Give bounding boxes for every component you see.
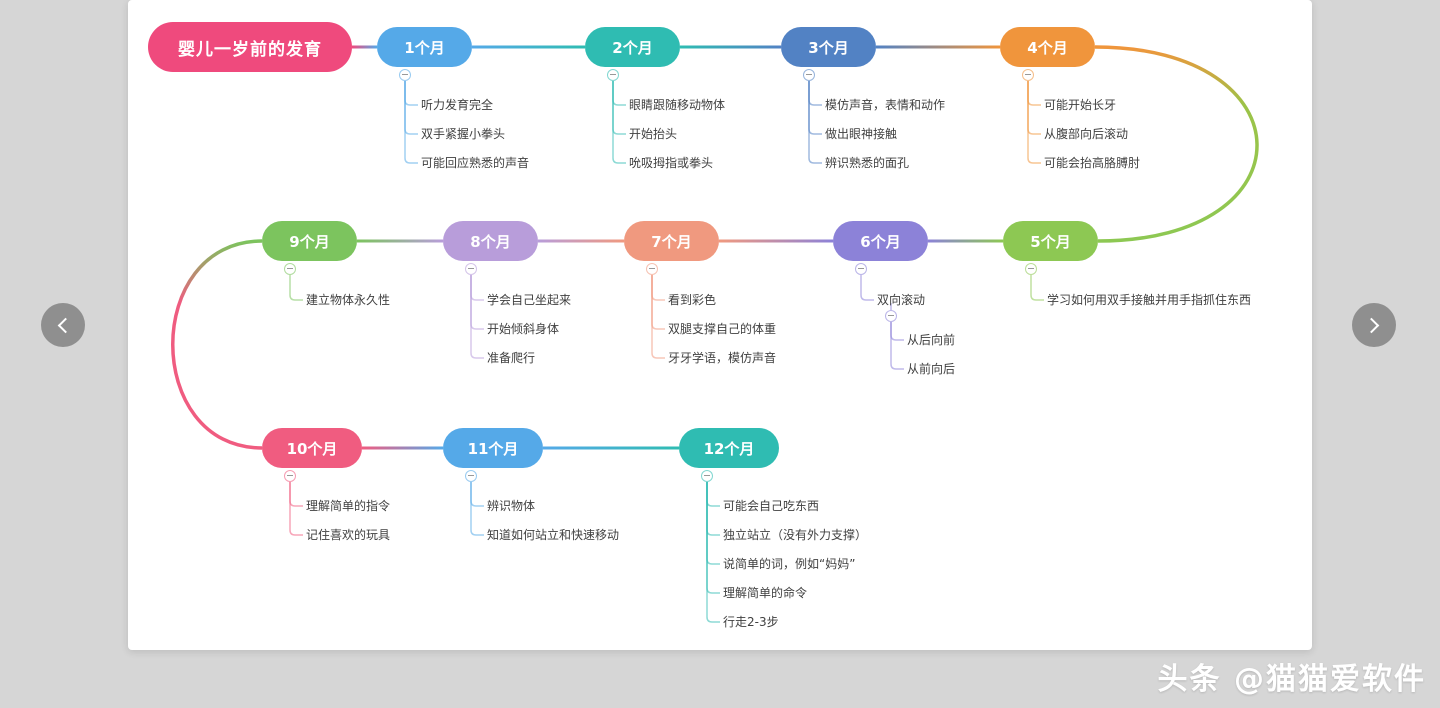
topic-item[interactable]: 学习如何用双手接触并用手指抓住东西: [1047, 293, 1252, 307]
topic-item[interactable]: 双手紧握小拳头: [421, 127, 506, 141]
timeline-links: [171, 45, 1259, 450]
collapse-button[interactable]: [646, 263, 658, 275]
prev-arrow-button[interactable]: [41, 303, 85, 347]
branch-lines-month-10: [289, 482, 303, 536]
connector-lines: [171, 45, 1259, 623]
topic-item[interactable]: 从腹部向后滚动: [1044, 127, 1129, 141]
topic-item[interactable]: 知道如何站立和快速移动: [487, 528, 620, 542]
topic-item[interactable]: 说简单的词，例如“妈妈”: [723, 557, 856, 571]
topic-item[interactable]: 吮吸拇指或拳头: [629, 156, 714, 170]
node-label: 1个月: [404, 38, 445, 57]
topic-item[interactable]: 模仿声音，表情和动作: [825, 98, 946, 112]
collapse-button[interactable]: [803, 69, 815, 81]
topic-item[interactable]: 理解简单的命令: [723, 586, 808, 600]
topic-item[interactable]: 开始抬头: [629, 127, 678, 141]
node-month-5[interactable]: 5个月: [1003, 221, 1098, 261]
topic-item[interactable]: 建立物体永久性: [306, 293, 391, 307]
collapse-button[interactable]: [855, 263, 867, 275]
branch-lines-month-3: [808, 81, 822, 164]
collapse-button[interactable]: [607, 69, 619, 81]
topic-item[interactable]: 理解简单的指令: [306, 499, 391, 513]
topic-item[interactable]: 辨识物体: [487, 499, 536, 513]
topic-subitem[interactable]: 从前向后: [907, 362, 956, 376]
node-label: 5个月: [1030, 232, 1071, 251]
node-label: 10个月: [286, 439, 338, 458]
node-month-1[interactable]: 1个月: [377, 27, 472, 67]
branch-lines-month-12: [706, 482, 720, 623]
collapse-button[interactable]: [284, 263, 296, 275]
topic-item[interactable]: 看到彩色: [668, 293, 717, 307]
collapse-button[interactable]: [701, 470, 713, 482]
branch-lines-month-8: [470, 275, 484, 359]
branch-lines-month-6: [860, 275, 904, 370]
node-month-6[interactable]: 6个月: [833, 221, 928, 261]
topic-item[interactable]: 牙牙学语，模仿声音: [668, 351, 777, 365]
topic-item[interactable]: 听力发育完全: [421, 98, 494, 112]
topic-item[interactable]: 辨识熟悉的面孔: [825, 156, 910, 170]
branch-lines-month-2: [612, 81, 626, 164]
topic-item[interactable]: 双向滚动: [877, 293, 926, 307]
node-month-10[interactable]: 10个月: [262, 428, 362, 468]
collapse-button[interactable]: [284, 470, 296, 482]
topic-item[interactable]: 行走2-3步: [723, 615, 779, 629]
node-label: 3个月: [808, 38, 849, 57]
branch-lines-month-9: [289, 275, 303, 301]
chevron-right-icon: [1363, 317, 1380, 333]
topic-item[interactable]: 学会自己坐起来: [487, 293, 572, 307]
node-month-3[interactable]: 3个月: [781, 27, 876, 67]
collapse-button[interactable]: [1025, 263, 1037, 275]
topic-item[interactable]: 眼睛跟随移动物体: [629, 98, 726, 112]
collapse-button[interactable]: [399, 69, 411, 81]
root-node-label: 婴儿一岁前的发育: [178, 39, 322, 60]
node-month-9[interactable]: 9个月: [262, 221, 357, 261]
topic-item[interactable]: 可能会自己吃东西: [723, 499, 820, 513]
collapse-button[interactable]: [465, 470, 477, 482]
topic-item[interactable]: 独立站立（没有外力支撑）: [723, 528, 868, 542]
topic-subitem[interactable]: 从后向前: [907, 333, 956, 347]
chevron-left-icon: [57, 317, 74, 333]
node-label: 6个月: [860, 232, 901, 251]
node-label: 7个月: [651, 232, 692, 251]
node-label: 8个月: [470, 232, 511, 251]
next-arrow-button[interactable]: [1352, 303, 1396, 347]
node-month-4[interactable]: 4个月: [1000, 27, 1095, 67]
node-label: 9个月: [289, 232, 330, 251]
branch-lines-month-1: [404, 81, 418, 164]
node-label: 4个月: [1027, 38, 1068, 57]
node-label: 2个月: [612, 38, 653, 57]
branch-lines-month-7: [651, 275, 665, 359]
topic-item[interactable]: 记住喜欢的玩具: [306, 528, 391, 542]
topic-item[interactable]: 可能开始长牙: [1044, 98, 1117, 112]
topic-item[interactable]: 可能回应熟悉的声音: [421, 156, 530, 170]
node-month-2[interactable]: 2个月: [585, 27, 680, 67]
topic-item[interactable]: 双腿支撑自己的体重: [668, 322, 777, 336]
node-label: 12个月: [703, 439, 755, 458]
topic-item[interactable]: 可能会抬高胳膊肘: [1044, 156, 1141, 170]
branch-lines-month-4: [1027, 81, 1041, 164]
watermark-text: 头条 @猫猫爱软件: [1157, 662, 1426, 697]
node-month-12[interactable]: 12个月: [679, 428, 779, 468]
topic-item[interactable]: 准备爬行: [487, 351, 536, 365]
node-month-7[interactable]: 7个月: [624, 221, 719, 261]
collapse-button[interactable]: [885, 310, 897, 322]
mindmap-canvas: 婴儿一岁前的发育 1个月 2个月 3个月 4个月 5个月 6个月 7个月 8个月…: [128, 0, 1312, 650]
branch-lines-month-5: [1030, 275, 1044, 301]
node-month-8[interactable]: 8个月: [443, 221, 538, 261]
node-label: 11个月: [467, 439, 519, 458]
collapse-button[interactable]: [1022, 69, 1034, 81]
node-month-11[interactable]: 11个月: [443, 428, 543, 468]
topic-item[interactable]: 开始倾斜身体: [487, 322, 560, 336]
collapse-button[interactable]: [465, 263, 477, 275]
branch-lines-month-11: [470, 482, 484, 536]
topic-item[interactable]: 做出眼神接触: [825, 127, 898, 141]
root-node[interactable]: 婴儿一岁前的发育: [148, 22, 352, 72]
